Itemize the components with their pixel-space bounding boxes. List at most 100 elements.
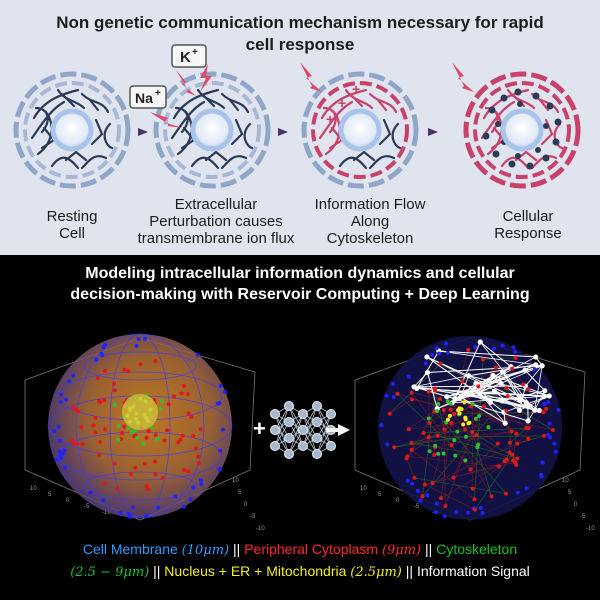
mesh-link (411, 392, 471, 470)
membrane-node (94, 357, 99, 362)
signal-node (457, 394, 464, 400)
mesh-link (440, 363, 554, 431)
cytoplasm-node (166, 402, 171, 407)
membrane-node (217, 401, 222, 406)
cell-resting (13, 71, 131, 189)
membrane-node (547, 421, 552, 426)
cytoskeleton-node (473, 416, 478, 421)
cytoplasm-node (95, 376, 100, 381)
membrane-node (57, 449, 62, 454)
cytoskeleton-node (135, 435, 140, 440)
stage-arrow-1 (138, 128, 148, 136)
cytoplasm-node (476, 384, 481, 389)
cytoplasm-node (426, 389, 431, 394)
cytoplasm-node (524, 426, 529, 431)
membrane-node (57, 438, 62, 443)
stage-label-line: Cytoskeleton (326, 230, 414, 247)
membrane-node (136, 336, 141, 341)
nucleus-node (457, 411, 462, 416)
signal-link (414, 385, 526, 388)
legend-line-2: (2.5 − 9μm) || Nucleus + ER + Mitochondr… (0, 561, 600, 583)
cytoplasm-node (80, 442, 85, 447)
cytoskeleton-node (475, 445, 480, 450)
membrane-node (71, 373, 76, 378)
cytoplasm-node (432, 452, 437, 457)
cytoplasm-node (544, 406, 549, 411)
membrane-node (556, 407, 561, 412)
membrane-node (221, 427, 226, 432)
cytoplasm-node (406, 427, 411, 432)
sphere-body (378, 336, 562, 520)
signal-node (542, 388, 548, 394)
cytoskeleton-node (455, 429, 460, 434)
cytoplasm-node (387, 411, 392, 416)
membrane-node (156, 505, 161, 510)
legend-separator: || (153, 563, 161, 579)
legend-nucleus: Nucleus + ER + Mitochondria (164, 563, 347, 579)
cytoplasm-node (404, 456, 409, 461)
bottom-title: Modeling intracellular information dynam… (0, 263, 600, 305)
cytoplasm-node (442, 427, 447, 432)
nn-node (312, 417, 322, 427)
axis-tick-label: 10 (30, 486, 37, 492)
axis-tick-label: -5 (250, 514, 256, 520)
stage-label-line: Response (494, 225, 562, 242)
axis-tick-label: -10 (256, 526, 265, 532)
membrane-node (500, 343, 505, 348)
axis-tick-label: 0 (244, 502, 248, 508)
membrane-node (532, 367, 537, 372)
cell-membrane (463, 71, 581, 189)
membrane-node (59, 392, 64, 397)
membrane-node (433, 510, 438, 515)
cytoplasm-node (189, 415, 194, 420)
cytoplasm-node (196, 461, 201, 466)
nucleus-node (447, 413, 452, 418)
stage-label-response: Cellular Response (478, 208, 578, 242)
signal-node (546, 393, 552, 399)
cytoplasm-node (146, 487, 151, 492)
signal-node (490, 372, 496, 379)
svg-text:+: + (352, 81, 360, 97)
stage-label-line: Resting (46, 208, 98, 225)
nucleus-node (463, 417, 468, 422)
cytoplasm-node (196, 454, 201, 459)
cytoskeleton-node (463, 458, 468, 463)
cytoskeleton-node (470, 401, 475, 406)
cytoplasm-node (432, 386, 437, 391)
cytoplasm-node (133, 465, 138, 470)
stage-arrow-3 (428, 128, 438, 136)
cytoskeleton-node (453, 453, 458, 458)
nucleus-node (461, 422, 466, 427)
membrane-node (59, 456, 64, 461)
axis-tick-label: -5 (84, 504, 90, 510)
membrane-node (425, 493, 430, 498)
membrane-node (540, 460, 545, 465)
cytoplasm-node (526, 436, 531, 441)
signal-link (468, 375, 527, 404)
cytoplasm-node (91, 423, 96, 428)
nn-node (312, 401, 322, 411)
membrane-node (128, 514, 133, 519)
membrane-node (195, 352, 200, 357)
mesh-link (414, 477, 507, 495)
arrow-shaft (326, 428, 338, 432)
membrane-node (406, 374, 411, 379)
cytoplasm-node (438, 361, 443, 366)
nn-node (326, 409, 336, 419)
membrane-node (405, 478, 410, 483)
membrane-node (222, 389, 227, 394)
legend-line-1: Cell Membrane (10μm) || Peripheral Cytop… (0, 539, 600, 561)
cytoplasm-node (481, 357, 486, 362)
membrane-node (54, 457, 59, 462)
legend-signal: Information Signal (416, 563, 530, 579)
mesh-link (483, 357, 516, 360)
nn-node (298, 409, 308, 419)
membrane-node (56, 424, 61, 429)
signal-link (468, 375, 502, 384)
cytoplasm-node (426, 435, 431, 440)
signal-link (413, 375, 469, 388)
cytoplasm-node (410, 397, 415, 402)
nn-node (270, 425, 280, 435)
cytoplasm-node (112, 461, 117, 466)
membrane-node (546, 400, 551, 405)
